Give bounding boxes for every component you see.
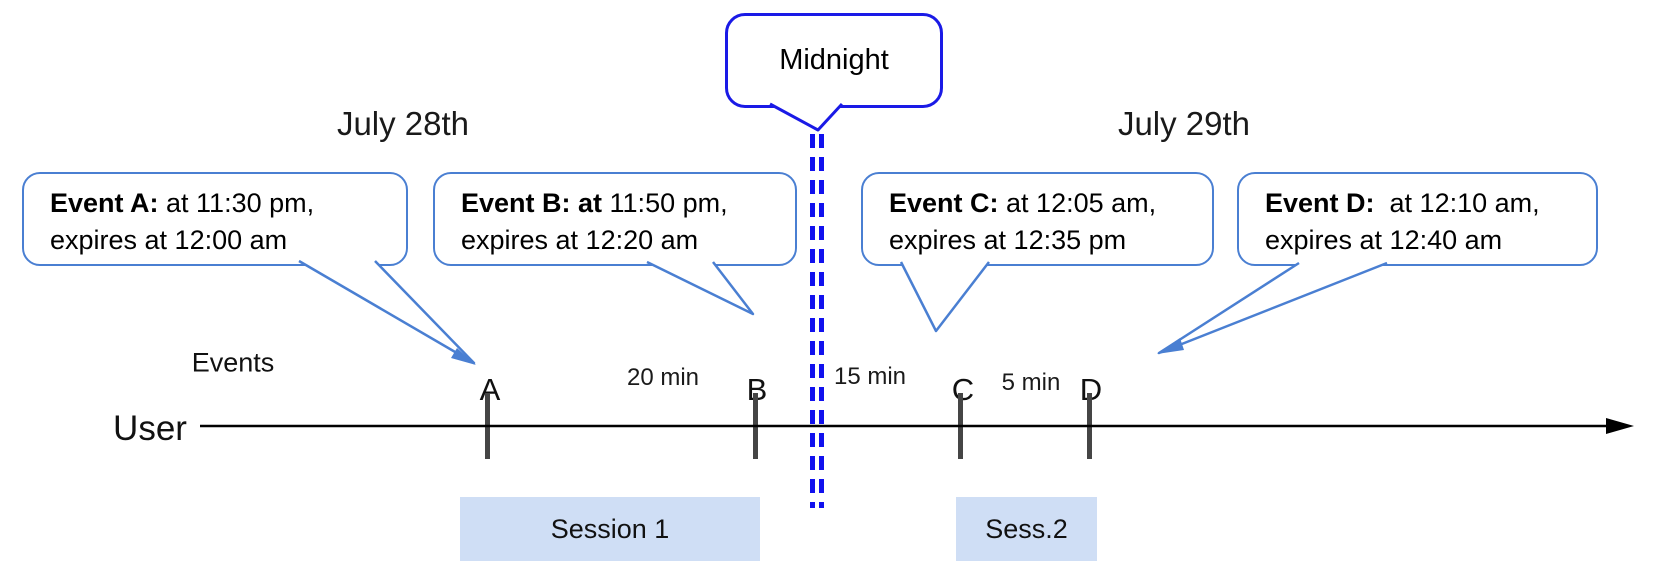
event-d-line2: expires at 12:40 am xyxy=(1265,225,1503,255)
event-b-time: 11:50 pm, xyxy=(602,188,728,218)
callout-pointer-a-arrowhead xyxy=(451,348,476,365)
timeline-arrowhead xyxy=(1606,418,1634,434)
gap-label-20min: 20 min xyxy=(626,364,700,391)
tick-label-c: C xyxy=(951,372,975,407)
session-1-label: Session 1 xyxy=(550,513,670,544)
event-a-title: Event A: xyxy=(50,188,159,218)
event-callout-d: Event D: at 12:10 am, expires at 12:40 a… xyxy=(1237,172,1598,266)
event-callout-a: Event A: at 11:30 pm, expires at 12:00 a… xyxy=(22,172,408,266)
user-label: User xyxy=(113,409,187,448)
tick-d xyxy=(1087,393,1092,459)
gap-label-15min: 15 min xyxy=(833,363,907,390)
event-c-time: at 12:05 am, xyxy=(998,188,1157,218)
event-d-line1: Event D: at 12:10 am, xyxy=(1265,185,1596,222)
session-2-box: Sess.2 xyxy=(956,497,1097,561)
midnight-callout: Midnight xyxy=(725,13,943,108)
callout-pointer-d xyxy=(1157,261,1388,355)
callout-pointer-c xyxy=(899,261,990,333)
event-c-line1: Event C: at 12:05 am, xyxy=(889,185,1212,222)
tick-label-d: D xyxy=(1079,372,1103,407)
event-c-line2: expires at 12:35 pm xyxy=(889,225,1127,255)
tick-b xyxy=(753,393,758,459)
midnight-label: Midnight xyxy=(779,44,889,76)
event-c-title: Event C: xyxy=(889,188,999,218)
date-label-july-28: July 28th xyxy=(336,105,470,142)
event-callout-c: Event C: at 12:05 am, expires at 12:35 p… xyxy=(861,172,1214,266)
event-b-line1: Event B: at 11:50 pm, xyxy=(461,185,795,222)
midnight-dashed-line-right xyxy=(819,134,824,508)
event-d-title: Event D: xyxy=(1265,188,1375,218)
callout-pointer-b xyxy=(646,260,755,316)
callout-pointer-d-arrowhead xyxy=(1157,338,1184,354)
event-b-line2: expires at 12:20 am xyxy=(461,225,699,255)
event-a-line1: Event A: at 11:30 pm, xyxy=(50,185,406,222)
tick-c xyxy=(958,393,963,459)
event-a-line2: expires at 12:00 am xyxy=(50,225,288,255)
date-label-july-29: July 29th xyxy=(1117,105,1251,142)
event-b-title: Event B: at xyxy=(461,188,603,218)
callout-pointer-a xyxy=(298,259,476,365)
midnight-dashed-line-left xyxy=(810,134,815,508)
events-axis-label: Events xyxy=(191,347,275,378)
tick-a xyxy=(485,393,490,459)
session-1-box: Session 1 xyxy=(460,497,760,561)
event-a-time: at 11:30 pm, xyxy=(158,188,315,218)
session-2-label: Sess.2 xyxy=(985,513,1068,544)
tick-label-b: B xyxy=(746,372,768,407)
tick-label-a: A xyxy=(479,372,501,407)
event-callout-b: Event B: at 11:50 pm, expires at 12:20 a… xyxy=(433,172,797,266)
event-d-time: at 12:10 am, xyxy=(1374,188,1540,218)
gap-label-5min: 5 min xyxy=(1001,369,1061,396)
